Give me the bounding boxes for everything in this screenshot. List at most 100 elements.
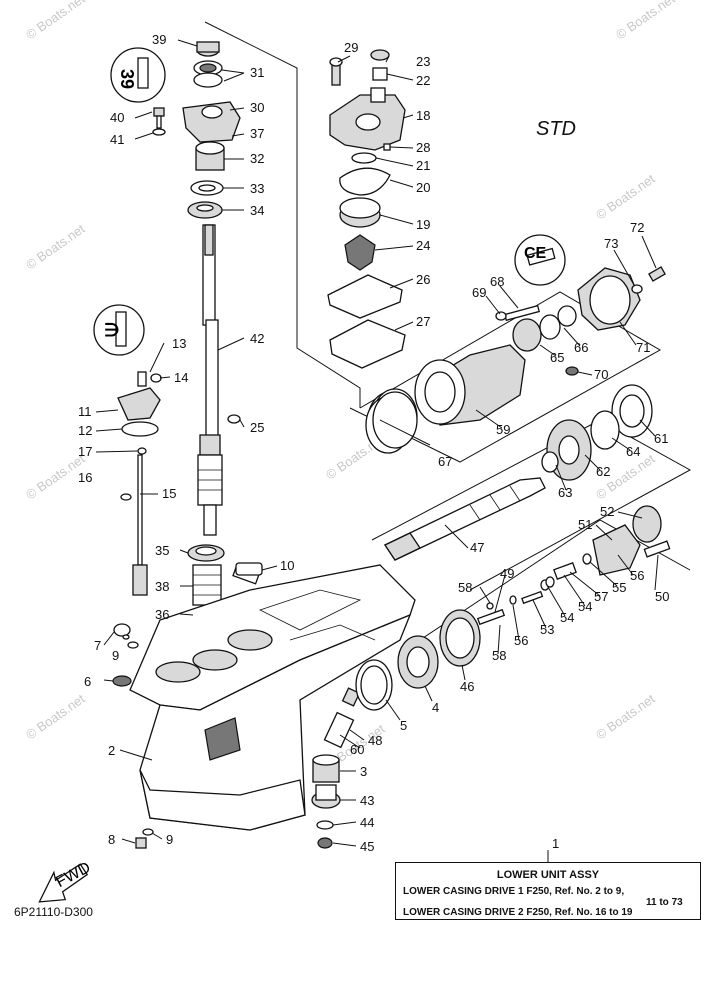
callout-12: 12: [78, 423, 92, 438]
callout-42: 42: [250, 331, 264, 346]
callout-65: 65: [550, 350, 564, 365]
callout-58a: 58: [458, 580, 472, 595]
callout-22: 22: [416, 73, 430, 88]
callout-49: 49: [500, 566, 514, 581]
callout-9b: 9: [166, 832, 173, 847]
callout-38: 38: [155, 579, 169, 594]
callout-45: 45: [360, 839, 374, 854]
callout-35: 35: [155, 543, 169, 558]
callout-30: 30: [250, 100, 264, 115]
callout-24: 24: [416, 238, 430, 253]
bearing-housing-cap[interactable]: [577, 266, 666, 331]
callout-21: 21: [416, 158, 430, 173]
callout-10: 10: [280, 558, 294, 573]
callout-50: 50: [655, 589, 669, 604]
callout-54a: 54: [560, 610, 574, 625]
callout-57: 57: [594, 589, 608, 604]
callout-19: 19: [416, 217, 430, 232]
callout-9a: 9: [112, 648, 119, 663]
callout-27: 27: [416, 314, 430, 329]
callout-17: 17: [78, 444, 92, 459]
watermark-text: © Boats.net: [613, 0, 678, 42]
water-pump-assembly[interactable]: [327, 49, 406, 369]
callout-31: 31: [250, 65, 264, 80]
grommet-10[interactable]: [235, 562, 263, 576]
callout-44: 44: [360, 815, 374, 830]
callout-8: 8: [108, 832, 115, 847]
callout-6: 6: [84, 674, 91, 689]
callout-46: 46: [460, 679, 474, 694]
propeller-shaft-47[interactable]: [384, 477, 546, 561]
callout-11: 11: [78, 404, 92, 419]
fwd-label: FWD: [53, 859, 93, 891]
clip-25[interactable]: [227, 414, 241, 424]
leader-67a: [379, 419, 431, 446]
drawing-code: 6P21110-D300: [14, 905, 93, 919]
callout-63: 63: [558, 485, 572, 500]
grease-circle-icons: 39 ∋ CE: [93, 47, 566, 356]
callout-66: 66: [574, 340, 588, 355]
reverse-gear-group[interactable]: [367, 304, 653, 481]
callout-52: 52: [600, 504, 614, 519]
callout-33: 33: [250, 181, 264, 196]
callout-32: 32: [250, 151, 264, 166]
callout-14: 14: [174, 370, 188, 385]
callout-3: 3: [360, 764, 367, 779]
forward-gear-set[interactable]: [355, 609, 481, 711]
callout-60: 60: [350, 742, 364, 757]
callout-16: 16: [78, 470, 92, 485]
callout-23: 23: [416, 54, 430, 69]
o-rings-67[interactable]: [365, 391, 418, 454]
callout-56a: 56: [630, 568, 644, 583]
callout-56b: 56: [514, 633, 528, 648]
callout-62: 62: [596, 464, 610, 479]
callout-67: 67: [438, 454, 452, 469]
callout-61: 61: [654, 431, 668, 446]
lower-small-parts[interactable]: [112, 623, 361, 849]
callout-59: 59: [496, 422, 510, 437]
callout-39: 39: [152, 32, 166, 47]
callout-37: 37: [250, 126, 264, 141]
fwd-arrow-icon: FWD: [38, 859, 93, 903]
callout-29: 29: [344, 40, 358, 55]
variant-label: STD: [536, 118, 576, 140]
callout-55: 55: [612, 580, 626, 595]
drive-shaft-42[interactable]: [197, 224, 223, 536]
callout-58b: 58: [492, 648, 506, 663]
callout-20: 20: [416, 180, 430, 195]
callout-labels: 1 2 3 4 5 6 7 8 9 9 10 11 12 13 14 15 16…: [78, 32, 669, 854]
svg-text:39: 39: [117, 69, 137, 89]
callout-25: 25: [250, 420, 264, 435]
assembly-line-2: LOWER CASING DRIVE 2 F250, Ref. No. 16 t…: [403, 907, 633, 918]
callout-47: 47: [470, 540, 484, 555]
callout-1: 1: [552, 836, 559, 851]
watermark-text: © Boats.net: [23, 221, 88, 273]
callout-43: 43: [360, 793, 374, 808]
leader-lines: [95, 39, 659, 862]
svg-text:∋: ∋: [104, 320, 120, 340]
watermark-text: © Boats.net: [23, 691, 88, 743]
group-frame-lines: [204, 21, 692, 641]
callout-64: 64: [626, 444, 640, 459]
assembly-title: LOWER UNIT ASSY: [496, 869, 600, 881]
callout-48: 48: [368, 733, 382, 748]
callout-41: 41: [110, 132, 124, 147]
callout-51: 51: [578, 517, 592, 532]
callout-2: 2: [108, 743, 115, 758]
top-bearing-stack[interactable]: [182, 41, 241, 219]
callout-18: 18: [416, 108, 430, 123]
lower-casing-2[interactable]: [129, 564, 416, 831]
assembly-line-1: LOWER CASING DRIVE 1 F250, Ref. No. 2 to…: [403, 886, 625, 897]
callout-73: 73: [604, 236, 618, 251]
assembly-line-1b: 11 to 73: [646, 897, 683, 908]
callout-34: 34: [250, 203, 264, 218]
clutch-shifter-parts[interactable]: [476, 505, 671, 626]
callout-70: 70: [594, 367, 608, 382]
callout-71: 71: [636, 340, 650, 355]
shift-rod-assembly[interactable]: [117, 371, 162, 596]
watermark-text: © Boats.net: [23, 0, 88, 42]
callout-69: 69: [472, 285, 486, 300]
bolt-40[interactable]: [152, 107, 166, 136]
watermark-text: © Boats.net: [593, 691, 658, 743]
